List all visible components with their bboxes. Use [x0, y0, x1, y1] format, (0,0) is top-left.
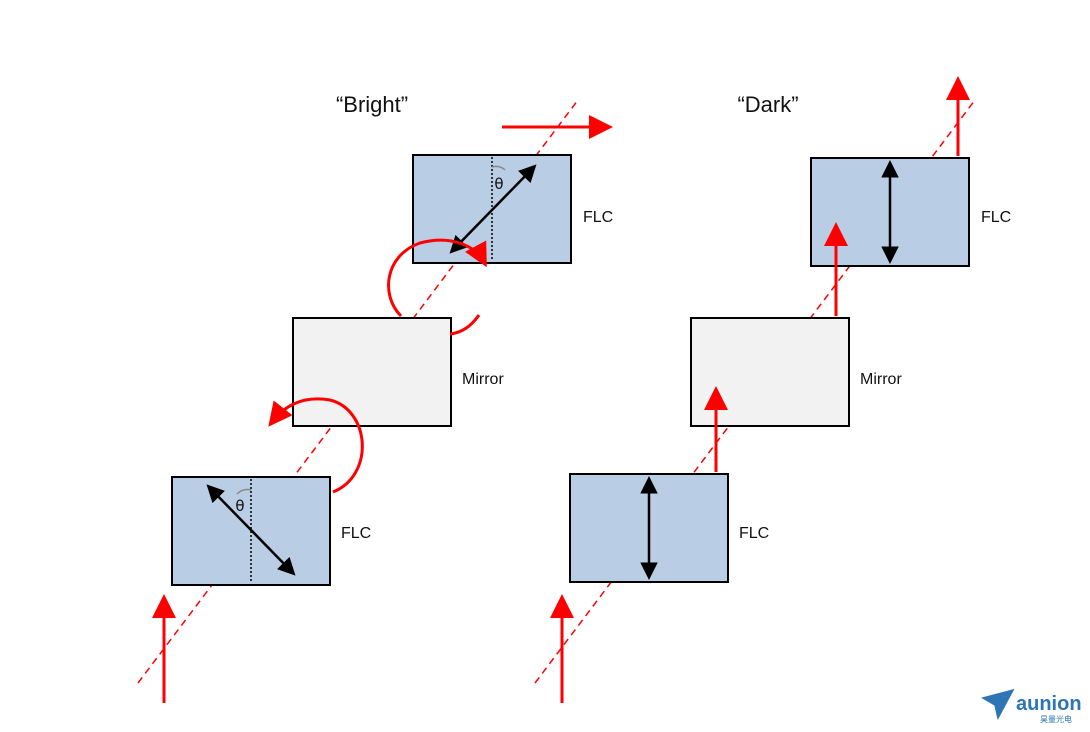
dark-panel: “Dark” FLC Mirror FLC — [534, 76, 1011, 703]
bright-flc-bottom-theta: θ — [235, 497, 244, 515]
bright-flc-top-theta: θ — [494, 175, 503, 193]
bright-flc-bottom-label: FLC — [341, 525, 371, 542]
bright-flc-bottom-axis-arrow — [206, 484, 296, 576]
bright-panel: “Bright” θ FLC Mirror θ FLC — [137, 92, 613, 703]
logo-subtitle: 昊量光电 — [1040, 714, 1072, 724]
bright-upper-circular-polarization-arc — [387, 238, 487, 318]
dark-flc-top-label: FLC — [981, 209, 1011, 226]
dark-title: “Dark” — [737, 92, 798, 117]
paper-plane-icon — [981, 688, 1015, 721]
bright-flc-top-label: FLC — [583, 209, 613, 226]
bright-flc-top-axis-arrow — [449, 164, 537, 254]
bright-title: “Bright” — [336, 92, 408, 117]
dark-flc-bottom-label: FLC — [739, 525, 769, 542]
bright-mirror-label: Mirror — [462, 371, 504, 388]
dark-mirror-label: Mirror — [860, 371, 902, 388]
bright-mirror — [292, 317, 452, 427]
bright-upper-circular-polarization — [449, 314, 481, 336]
aunion-logo: aunion 昊量光电 — [981, 688, 1082, 724]
bright-lower-circular-polarization — [268, 397, 364, 494]
logo-name: aunion — [1016, 693, 1082, 715]
